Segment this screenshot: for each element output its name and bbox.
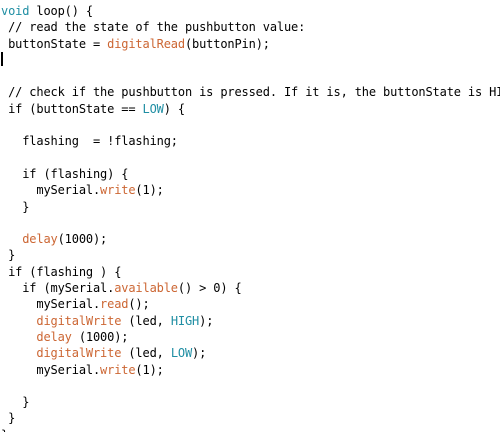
code-text: mySerial. <box>1 362 101 377</box>
code-text: (1000); <box>71 329 129 344</box>
code-line[interactable]: // check if the pushbutton is pressed. I… <box>1 84 500 100</box>
code-line[interactable] <box>1 150 500 166</box>
code-text: (1); <box>135 183 164 198</box>
code-text: } <box>1 248 16 263</box>
code-line[interactable]: delay (1000); <box>1 329 500 345</box>
code-function-name: delay <box>36 329 72 344</box>
code-text: // check if the pushbutton is pressed. I… <box>1 85 500 100</box>
code-text-area[interactable]: void loop() { // read the state of the p… <box>1 3 500 432</box>
code-function-name: write <box>100 183 136 198</box>
text-cursor <box>1 51 3 66</box>
code-constant: HIGH <box>170 313 200 328</box>
code-line[interactable]: } <box>1 410 500 426</box>
code-line[interactable] <box>1 51 500 68</box>
code-text: // read the state of the pushbutton valu… <box>1 20 306 35</box>
code-line[interactable] <box>1 117 500 133</box>
code-text: (led, <box>121 313 171 328</box>
code-text: if (buttonState == <box>1 101 143 116</box>
code-line[interactable]: } <box>1 394 500 410</box>
code-line[interactable]: if (mySerial.available() > 0) { <box>1 280 500 296</box>
code-line[interactable]: mySerial.write(1); <box>1 362 500 378</box>
code-line[interactable]: if (flashing) { <box>1 166 500 182</box>
code-text: if (flashing) { <box>1 166 129 181</box>
code-constant: LOW <box>170 346 193 361</box>
code-text: (1); <box>135 362 164 377</box>
code-line[interactable]: digitalWrite (led, HIGH); <box>1 313 500 329</box>
code-function-name: read <box>100 297 129 312</box>
code-text: } <box>1 395 30 410</box>
code-text: if (mySerial. <box>1 281 115 296</box>
code-line[interactable]: mySerial.read(); <box>1 296 500 312</box>
code-constant: LOW <box>142 101 164 116</box>
code-line[interactable]: if (flashing ) { <box>1 264 500 280</box>
code-function-name: available <box>114 281 178 296</box>
code-line[interactable]: flashing = !flashing; <box>1 133 500 149</box>
code-line[interactable]: // read the state of the pushbutton valu… <box>1 19 500 35</box>
code-function-name: digitalRead <box>107 36 185 51</box>
code-function-name: digitalWrite <box>36 313 122 328</box>
code-text: (buttonPin); <box>184 36 270 51</box>
code-keyword: void <box>1 4 30 18</box>
code-line[interactable]: buttonState = digitalRead(buttonPin); <box>1 36 500 52</box>
code-text: } <box>1 428 8 432</box>
code-text: (led, <box>121 346 171 361</box>
code-text: buttonState = <box>1 36 108 51</box>
code-line[interactable] <box>1 68 500 84</box>
code-line[interactable]: if (buttonState == LOW) { <box>1 101 500 117</box>
code-line[interactable]: digitalWrite (led, LOW); <box>1 345 500 361</box>
code-text <box>1 346 36 360</box>
code-function-name: delay <box>22 232 58 247</box>
code-text: loop() { <box>29 4 93 18</box>
code-text: } <box>1 411 16 426</box>
code-line[interactable]: } <box>1 199 500 215</box>
code-text <box>1 232 22 246</box>
code-line[interactable]: mySerial.write(1); <box>1 182 500 198</box>
code-function-name: write <box>100 362 136 377</box>
code-text: } <box>1 199 30 214</box>
code-text: flashing = !flashing; <box>1 134 178 149</box>
code-text: (1000); <box>57 232 108 247</box>
code-function-name: digitalWrite <box>36 346 122 361</box>
code-text <box>1 314 36 328</box>
code-line[interactable] <box>1 378 500 394</box>
code-line[interactable]: void loop() { <box>1 3 500 19</box>
code-text: mySerial. <box>1 183 101 198</box>
code-text: ); <box>199 313 214 328</box>
code-text: ); <box>192 346 207 361</box>
code-text: ) { <box>163 101 185 116</box>
code-text: () > 0) { <box>177 281 242 296</box>
code-line[interactable]: } <box>1 247 500 263</box>
code-text: (); <box>128 297 150 312</box>
code-text <box>1 330 36 344</box>
code-line[interactable]: } <box>1 427 500 432</box>
code-text: mySerial. <box>1 297 101 312</box>
code-line[interactable] <box>1 215 500 231</box>
code-line[interactable]: delay(1000); <box>1 231 500 247</box>
code-text: if (flashing ) { <box>1 264 122 279</box>
